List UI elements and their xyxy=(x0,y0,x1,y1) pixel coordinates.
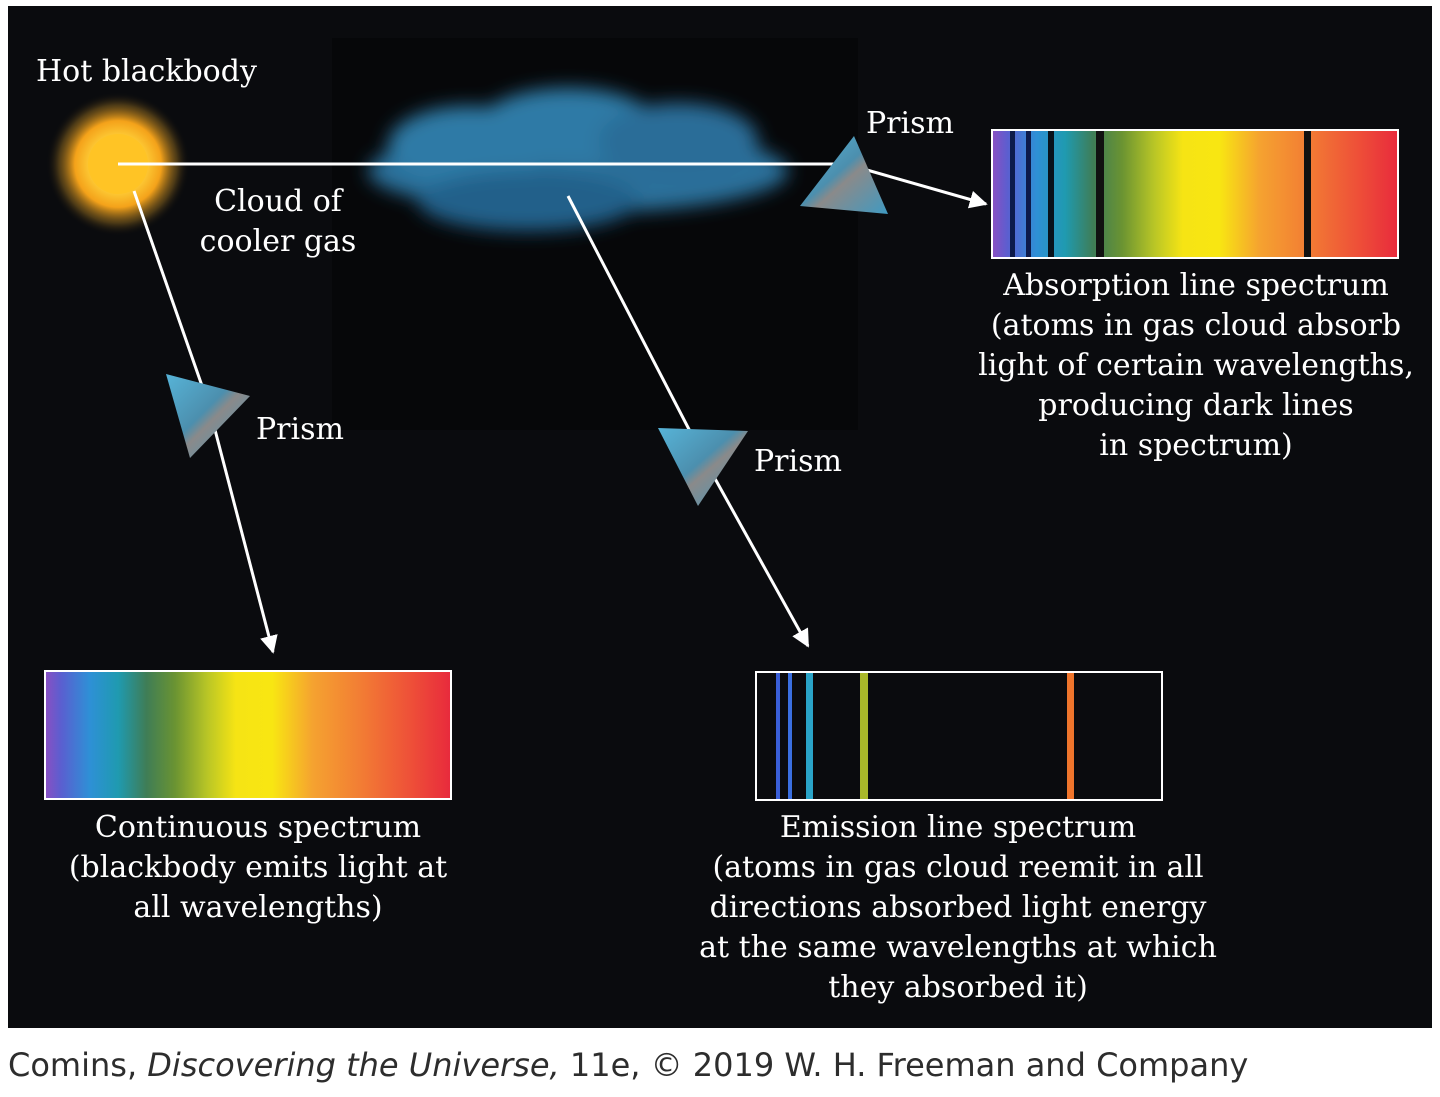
absorption-spectrum xyxy=(991,129,1399,259)
absorption-line xyxy=(1010,130,1015,258)
continuous-caption: Continuous spectrum (blackbody emits lig… xyxy=(38,808,478,928)
label-prism-middle: Prism xyxy=(754,444,842,479)
label-prism-top: Prism xyxy=(866,106,954,141)
absorption-desc-line: producing dark lines xyxy=(1038,388,1354,423)
absorption-line xyxy=(1304,130,1311,258)
prism-left xyxy=(166,374,250,458)
emission-line xyxy=(776,673,780,799)
gas-cloud xyxy=(368,88,788,231)
continuous-title: Continuous spectrum xyxy=(94,810,422,845)
diagram-panel: Hot blackbody Cloud of cooler gas Prism … xyxy=(8,6,1432,1028)
absorption-line xyxy=(1048,130,1054,258)
continuous-spectrum xyxy=(44,670,452,800)
credit-book-title: Discovering the Universe, xyxy=(147,1046,560,1084)
absorption-desc-line: in spectrum) xyxy=(1099,428,1293,463)
prism-middle xyxy=(658,428,748,506)
emission-line xyxy=(860,673,868,799)
continuous-desc-line: (blackbody emits light at xyxy=(68,850,448,885)
label-hot-blackbody: Hot blackbody xyxy=(36,54,257,89)
absorption-title: Absorption line spectrum xyxy=(1003,268,1389,303)
prism-top xyxy=(800,136,888,214)
emission-desc-line: at the same wavelengths at which xyxy=(699,930,1217,965)
beam-to-absorption xyxy=(845,162,988,209)
emission-desc-line: directions absorbed light energy xyxy=(709,890,1207,925)
label-prism-left: Prism xyxy=(256,412,344,447)
absorption-desc-line: light of certain wavelengths, xyxy=(978,348,1414,383)
emission-desc-line: they absorbed it) xyxy=(828,970,1088,1005)
emission-desc-line: (atoms in gas cloud reemit in all xyxy=(712,850,1204,885)
emission-spectrum xyxy=(755,671,1163,801)
emission-caption: Emission line spectrum (atoms in gas clo… xyxy=(698,808,1218,1008)
diagram-canvas xyxy=(44,38,1399,801)
absorption-desc-line: (atoms in gas cloud absorb xyxy=(990,308,1402,343)
emission-line xyxy=(788,673,792,799)
absorption-line xyxy=(1026,130,1031,258)
emission-line xyxy=(1067,673,1074,799)
absorption-caption: Absorption line spectrum (atoms in gas c… xyxy=(976,266,1416,466)
absorption-line xyxy=(1096,130,1104,258)
label-cloud-line: Cloud of xyxy=(214,184,342,219)
emission-line xyxy=(806,673,813,799)
continuous-desc-line: all wavelengths) xyxy=(133,890,383,925)
label-cloud: Cloud of cooler gas xyxy=(186,182,370,262)
label-cloud-line: cooler gas xyxy=(199,224,357,259)
credit-author: Comins, xyxy=(8,1046,148,1084)
emission-title: Emission line spectrum xyxy=(779,810,1137,845)
credit-rest: 11e, © 2019 W. H. Freeman and Company xyxy=(559,1046,1249,1084)
credit-line: Comins, Discovering the Universe, 11e, ©… xyxy=(8,1046,1248,1084)
